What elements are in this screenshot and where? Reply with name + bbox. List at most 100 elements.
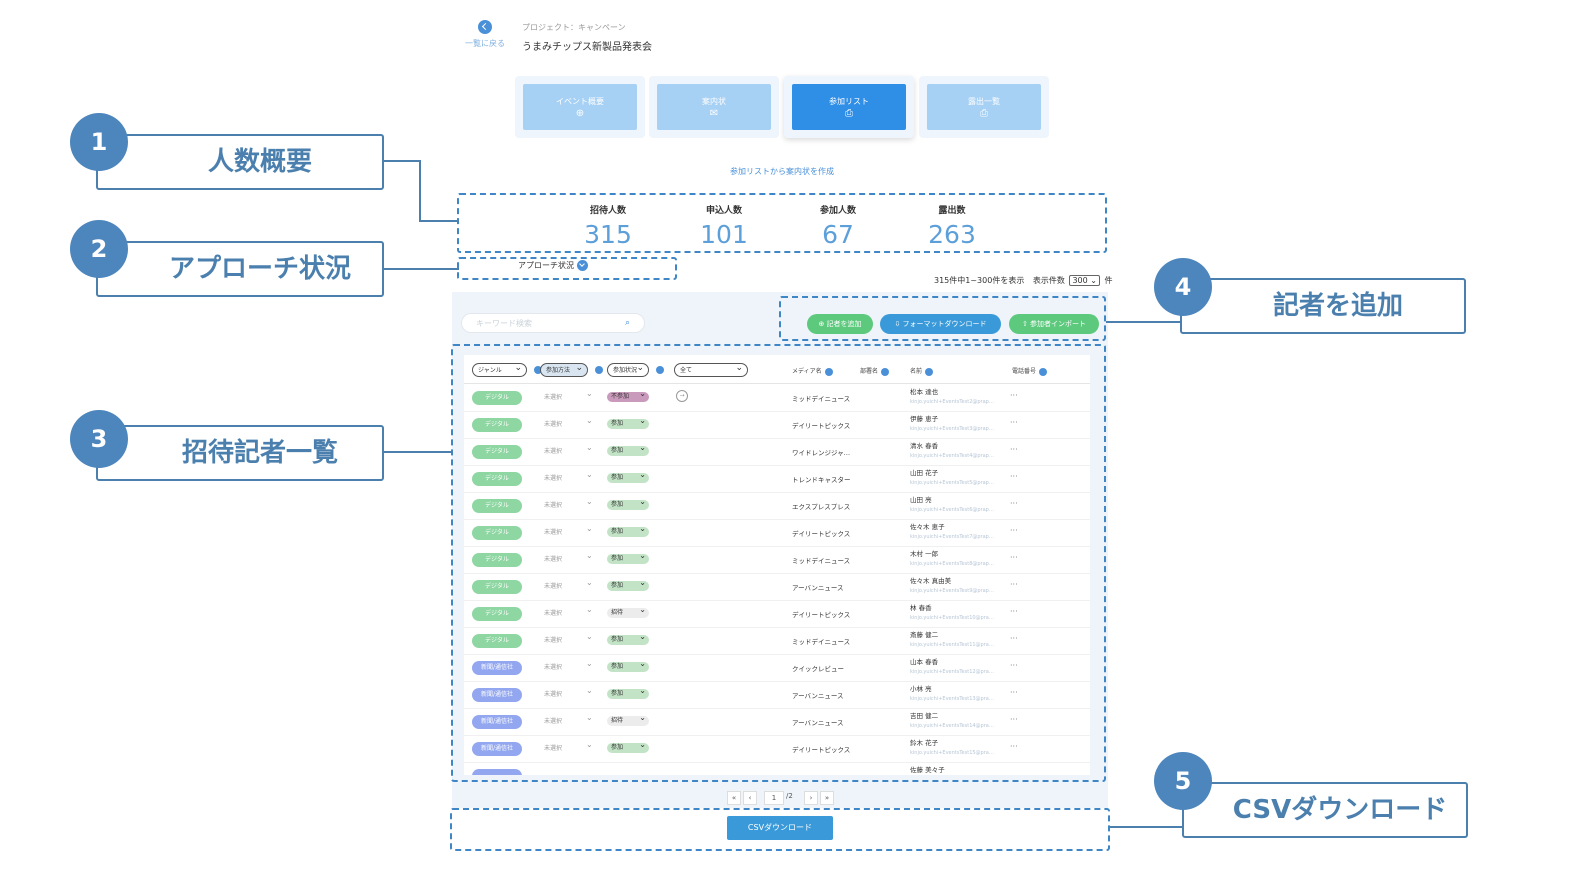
- status-select[interactable]: 参加: [607, 497, 649, 510]
- printer-icon: ⎙: [980, 108, 988, 119]
- more-icon[interactable]: ···: [1010, 634, 1018, 643]
- back-button[interactable]: 一覧に戻る: [462, 20, 508, 49]
- create-invitation-link[interactable]: 参加リストから案内状を作成: [730, 167, 834, 176]
- tab-exposure-list[interactable]: 露出一覧⎙: [919, 76, 1049, 138]
- method-select[interactable]: 未選択: [544, 718, 563, 725]
- sort-icon[interactable]: [1039, 367, 1048, 376]
- arrow-circle-icon[interactable]: →: [676, 390, 688, 402]
- add-reporter-button[interactable]: ⊕ 記者を追加: [807, 314, 873, 334]
- method-select[interactable]: 未選択: [544, 745, 563, 752]
- prev-page-button[interactable]: ‹: [743, 791, 757, 805]
- status-select[interactable]: 参加: [607, 524, 649, 537]
- button-label: 参加者インポート: [1030, 320, 1087, 328]
- approach-toggle[interactable]: アプローチ状況: [518, 260, 588, 271]
- status-select[interactable]: 参加: [607, 578, 649, 591]
- more-icon[interactable]: ···: [1010, 742, 1018, 751]
- status-select[interactable]: 参加: [607, 659, 649, 672]
- first-page-button[interactable]: «: [727, 791, 741, 805]
- genre-badge: デジタル: [472, 472, 522, 486]
- genre-badge: デジタル: [472, 580, 522, 594]
- more-icon[interactable]: ···: [1010, 580, 1018, 589]
- status-filter[interactable]: 参加状況: [607, 361, 649, 377]
- format-download-button[interactable]: ⇩ フォーマットダウンロード: [880, 314, 1001, 334]
- method-select[interactable]: 未選択: [544, 421, 563, 428]
- per-page-select[interactable]: 300 ⌄: [1069, 275, 1100, 286]
- sort-icon[interactable]: [881, 367, 890, 376]
- last-page-button[interactable]: »: [820, 791, 834, 805]
- approach-filter[interactable]: 全て: [674, 361, 748, 377]
- more-icon[interactable]: ···: [1010, 499, 1018, 508]
- genre-badge: デジタル: [472, 445, 522, 459]
- method-select[interactable]: 未選択: [544, 448, 563, 455]
- tab-invitation[interactable]: 案内状✉: [649, 76, 779, 138]
- reporter-email: kinjo.yuichi+EventsTest15@pra…: [910, 750, 994, 756]
- more-icon[interactable]: ···: [1010, 391, 1018, 400]
- table-row[interactable]: 佐藤 美々子: [464, 762, 1090, 775]
- genre-filter[interactable]: ジャンル: [472, 361, 527, 377]
- import-button[interactable]: ⇧ 参加者インポート: [1009, 314, 1099, 334]
- method-select[interactable]: 未選択: [544, 394, 563, 401]
- page-number-input[interactable]: 1: [764, 791, 784, 805]
- status-select[interactable]: 招待: [607, 713, 649, 726]
- next-page-button[interactable]: ›: [804, 791, 818, 805]
- method-filter[interactable]: 参加方法: [540, 361, 588, 377]
- method-select[interactable]: 未選択: [544, 691, 563, 698]
- status-select[interactable]: 招待: [607, 605, 649, 618]
- more-icon[interactable]: ···: [1010, 472, 1018, 481]
- media-name: ミッドデイニュース: [792, 638, 851, 646]
- tab-event-overview[interactable]: イベント概要⊕: [515, 76, 645, 138]
- method-select[interactable]: 未選択: [544, 664, 563, 671]
- reporter-name: 木村 一郎: [910, 550, 939, 558]
- sort-icon[interactable]: [824, 367, 833, 376]
- more-icon[interactable]: ···: [1010, 445, 1018, 454]
- more-icon[interactable]: ···: [1010, 418, 1018, 427]
- more-icon[interactable]: ···: [1010, 607, 1018, 616]
- search-input[interactable]: キーワード検索 ⌕: [461, 313, 645, 333]
- reporter-email: kinjo.yuichi+EventsTest2@prap…: [910, 399, 994, 405]
- sort-icon[interactable]: [925, 367, 934, 376]
- method-select[interactable]: 未選択: [544, 475, 563, 482]
- media-name: アーバンニュース: [792, 584, 844, 592]
- status-select[interactable]: 参加: [607, 470, 649, 483]
- method-select[interactable]: 未選択: [544, 529, 563, 536]
- method-select[interactable]: 未選択: [544, 637, 563, 644]
- method-select[interactable]: 未選択: [544, 502, 563, 509]
- tab-participant-list[interactable]: 参加リスト⎙: [784, 76, 914, 138]
- status-select[interactable]: 参加: [607, 632, 649, 645]
- status-select[interactable]: 参加: [607, 443, 649, 456]
- method-select[interactable]: 未選択: [544, 610, 563, 617]
- status-select[interactable]: 参加: [607, 551, 649, 564]
- media-name: トレンドキャスター: [792, 476, 851, 484]
- more-icon[interactable]: ···: [1010, 526, 1018, 535]
- more-icon[interactable]: ···: [1010, 661, 1018, 670]
- status-select[interactable]: 参加: [607, 416, 649, 429]
- method-select[interactable]: 未選択: [544, 583, 563, 590]
- method-select[interactable]: 未選択: [544, 556, 563, 563]
- media-name: ミッドデイニュース: [792, 557, 851, 565]
- button-label: 記者を追加: [826, 320, 862, 328]
- media-name: ミッドデイニュース: [792, 395, 851, 403]
- status-select[interactable]: 参加: [607, 686, 649, 699]
- more-icon[interactable]: ···: [1010, 553, 1018, 562]
- reporter-name: 斎藤 健二: [910, 631, 939, 639]
- status-select[interactable]: 参加: [607, 740, 649, 753]
- more-icon[interactable]: ···: [1010, 688, 1018, 697]
- csv-download-button[interactable]: CSVダウンロード: [727, 816, 833, 840]
- media-name: ワイドレンジジャ…: [792, 449, 851, 457]
- more-icon[interactable]: ···: [1010, 715, 1018, 724]
- status-select[interactable]: 不参加: [607, 389, 649, 402]
